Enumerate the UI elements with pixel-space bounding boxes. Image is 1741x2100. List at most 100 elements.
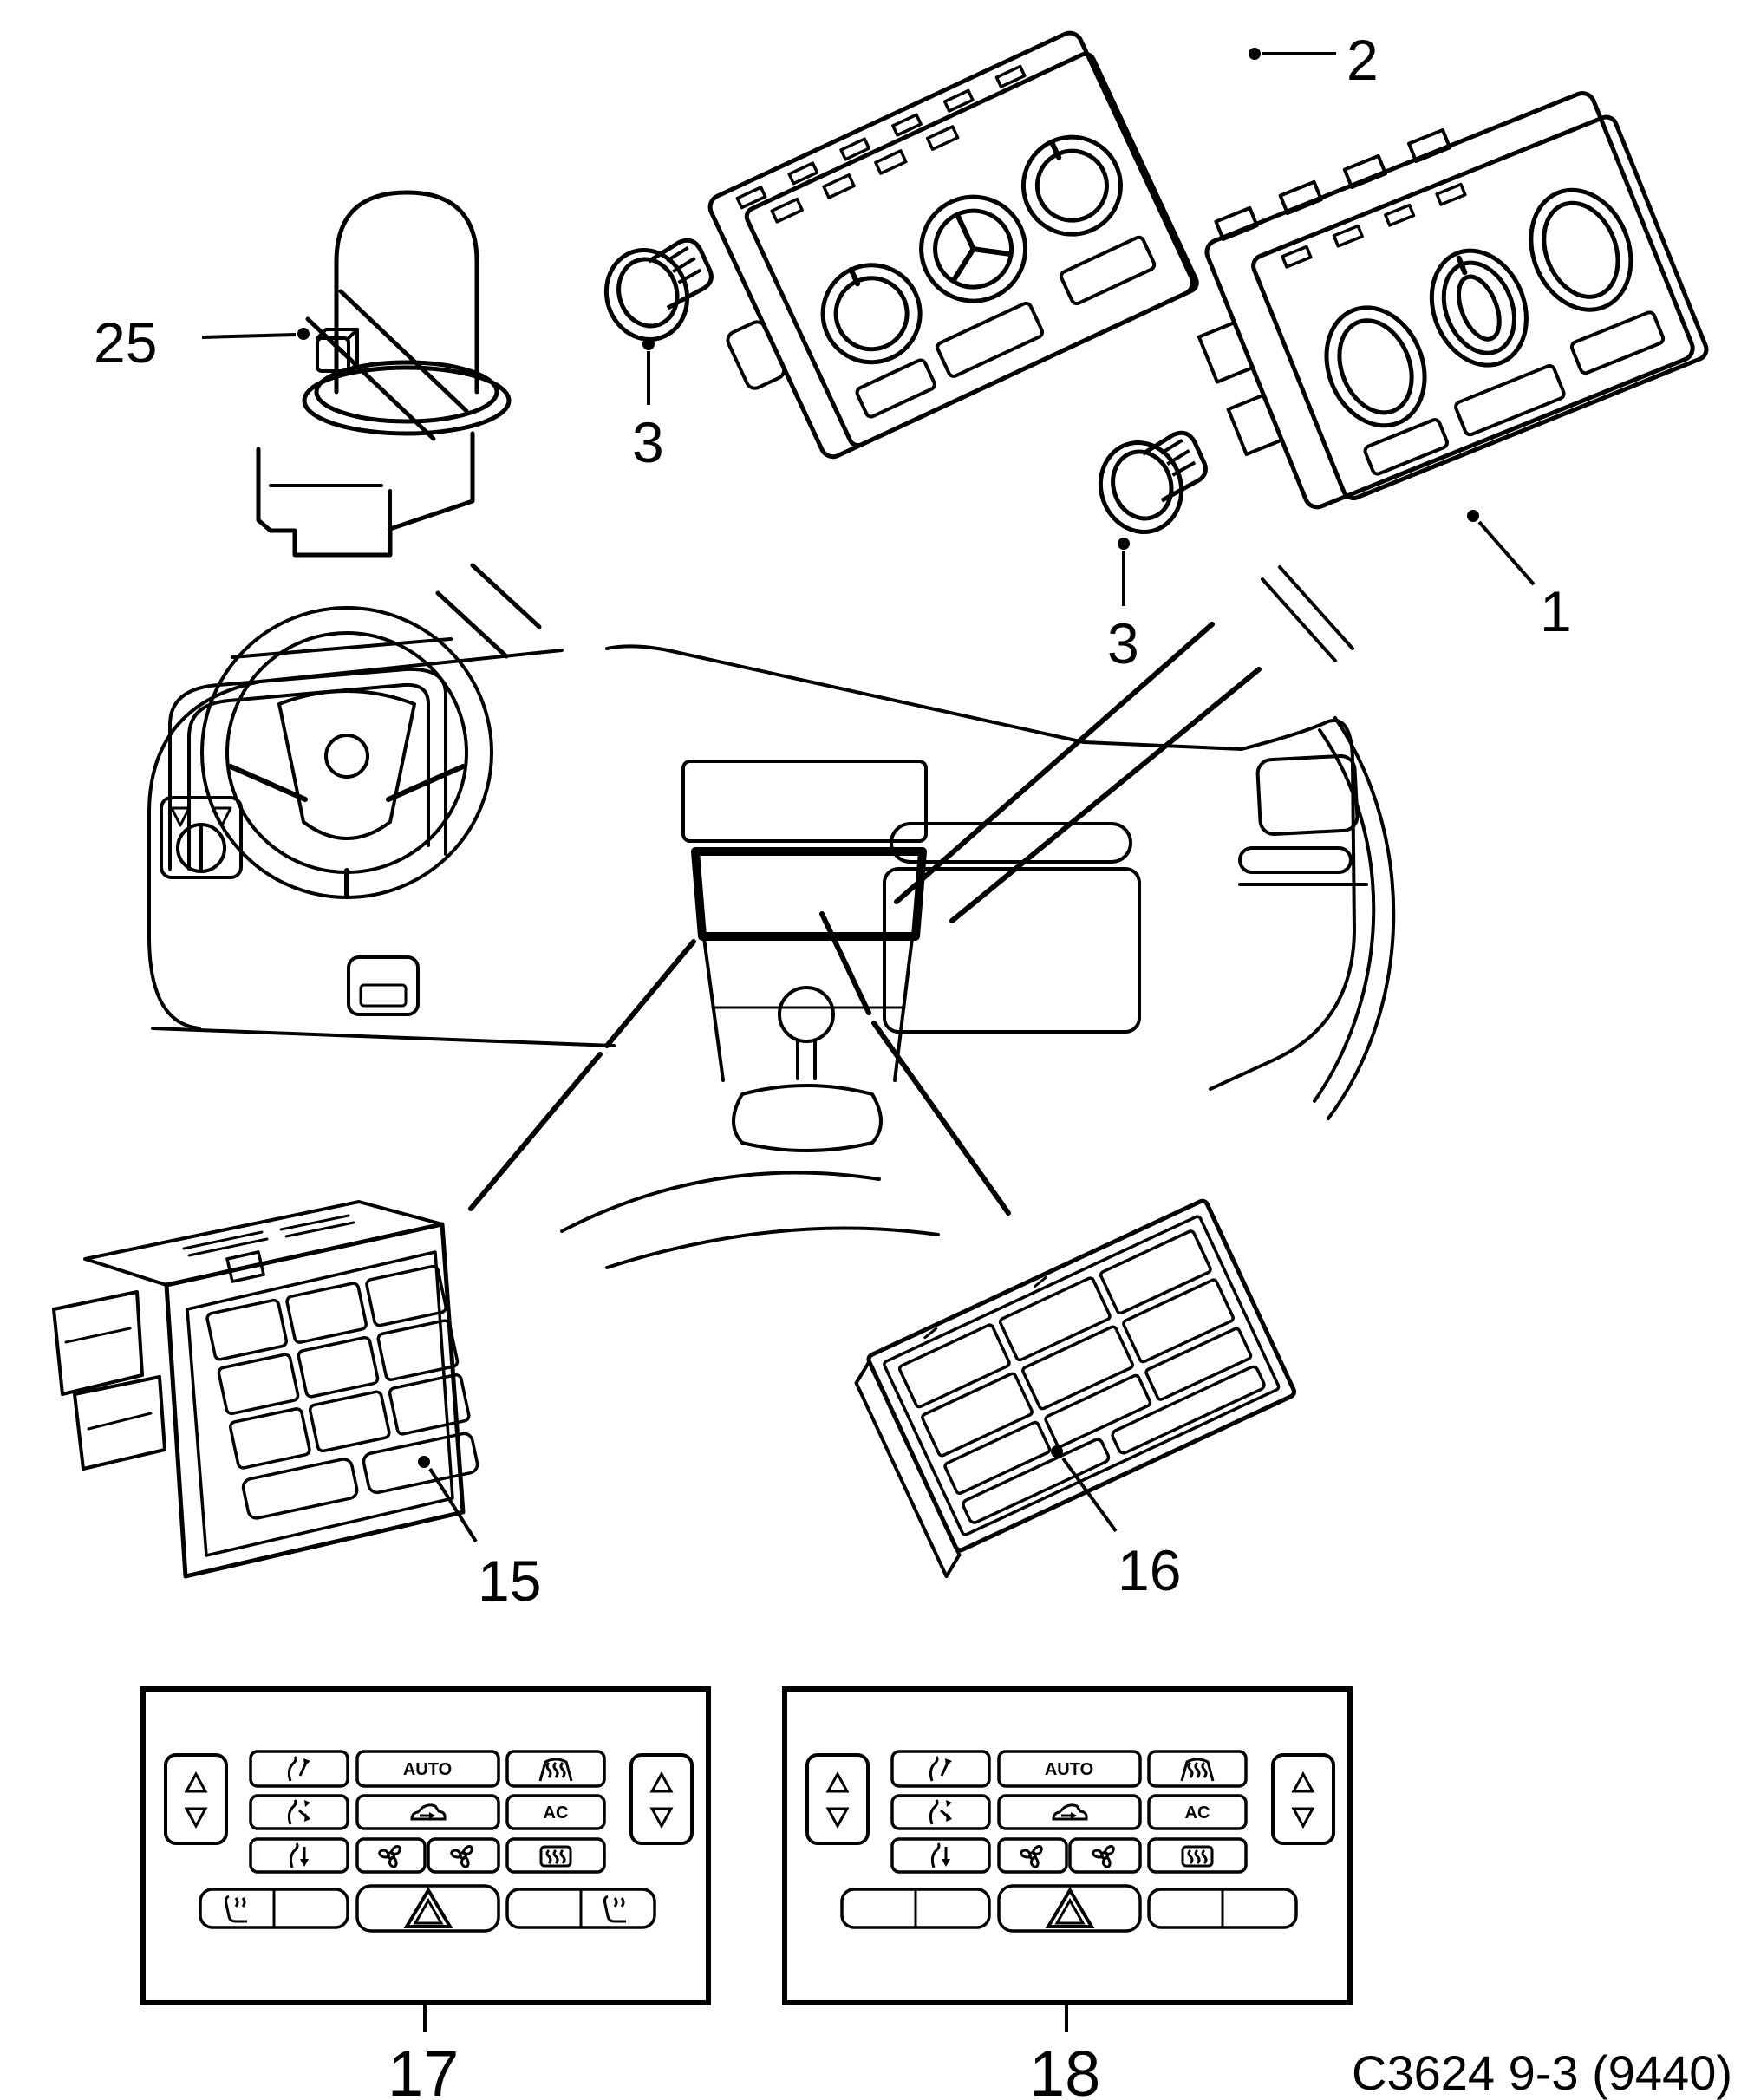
callout-25-label: 25 <box>94 310 157 375</box>
keypad-sheet <box>143 1689 708 2003</box>
climate-panel-slot <box>691 847 927 941</box>
callout-1-label: 1 <box>1540 579 1572 643</box>
frame-inner <box>883 1215 1281 1536</box>
keypad-panel-17: 17 <box>143 1689 708 2100</box>
gear-lever <box>732 986 883 1152</box>
wheel-spokes <box>228 764 466 899</box>
callout-16-label: 16 <box>1118 1538 1181 1602</box>
backplate-slots <box>735 64 1027 210</box>
gear-stem <box>796 1039 817 1080</box>
seat-outline <box>560 1171 940 1269</box>
top-face-slots <box>182 1214 355 1257</box>
wheel-rim-inner <box>225 631 468 874</box>
leader-dot <box>1051 1445 1063 1458</box>
gear-boot <box>732 1084 883 1152</box>
callout-25: 25 <box>94 310 310 375</box>
side-vent-slot <box>1238 846 1353 874</box>
face-top-slots <box>1281 182 1467 269</box>
sensor-flange <box>314 360 499 424</box>
a-pillar-lines <box>1261 565 1354 662</box>
panel-bottom-slots <box>1363 310 1666 476</box>
callout-3-label: 3 <box>632 410 664 474</box>
module-connector-blocks <box>52 1290 166 1471</box>
install-leader-lines <box>305 289 1262 1216</box>
center-display <box>681 760 928 843</box>
gear-knob <box>778 986 835 1043</box>
callout-16: 16 <box>1051 1445 1181 1602</box>
keypad-sheet <box>785 1689 1350 2003</box>
module-front-face <box>164 1222 466 1579</box>
panel-knob-openings <box>1324 187 1633 428</box>
callout-17-label: 17 <box>388 2038 459 2100</box>
part-16-switch-frame <box>854 1198 1297 1579</box>
frame-top-marks <box>923 1275 1048 1340</box>
dash-right-outline <box>605 644 1356 1091</box>
leader-line <box>1477 520 1536 586</box>
sensor-dome <box>334 190 479 395</box>
part-25-sensor <box>256 190 512 558</box>
panel-face <box>1251 114 1709 501</box>
console-sides <box>702 936 914 1082</box>
cluster-hood-inner <box>187 682 430 871</box>
callout-2: 2 <box>1249 28 1379 92</box>
switch-bezel <box>160 796 243 879</box>
drawing-code: C3624 9-3 (9440) <box>1352 2045 1732 2100</box>
part-3-knob-upper <box>595 231 725 349</box>
switch-knob <box>176 823 226 873</box>
seat-heat-icon <box>603 1895 628 1923</box>
sensor-connector-lines <box>269 484 392 531</box>
dashboard <box>147 565 1396 1269</box>
connector-lines <box>64 1327 153 1431</box>
frame-openings <box>897 1229 1266 1524</box>
panel-bottom-slots <box>855 235 1157 419</box>
panel-face <box>744 51 1199 448</box>
callout-15-label: 15 <box>478 1549 541 1613</box>
sensor-connector <box>256 431 475 558</box>
callout-2-label: 2 <box>1347 28 1379 92</box>
dash-pocket <box>347 955 420 1016</box>
leader-line <box>428 1467 478 1543</box>
part-3-knob-lower <box>1089 423 1219 542</box>
callout-18-label: 18 <box>1029 2038 1100 2100</box>
top-face-square <box>225 1250 265 1283</box>
side-vent <box>1255 753 1360 837</box>
headlight-switch <box>160 796 243 879</box>
switch-triangles <box>170 806 232 827</box>
sensor-flange-outer <box>302 365 512 436</box>
dash-pocket-handle <box>359 983 408 1008</box>
leader-line <box>201 333 297 339</box>
callout-3-label: 3 <box>1107 611 1139 675</box>
wheel-hub <box>324 734 369 779</box>
steering-wheel <box>200 606 493 899</box>
frame-outer <box>866 1198 1297 1553</box>
callout-1: 1 <box>1467 510 1572 643</box>
seat-heat-icon <box>224 1895 249 1923</box>
sensor-tab <box>316 336 350 373</box>
leader-dot <box>297 328 310 340</box>
wheel-rim-outer <box>200 606 493 899</box>
part-2-climate-panel <box>707 30 1199 460</box>
callout-15: 15 <box>418 1456 541 1613</box>
leader-dot <box>1118 538 1130 550</box>
leader-dot <box>642 338 655 350</box>
panel-knobs <box>820 134 1123 365</box>
panel-bracket <box>726 320 786 390</box>
keypad-panel-18: 18 <box>785 1689 1350 2100</box>
backplate-tabs <box>1197 127 1452 456</box>
defrost-vent-slot <box>890 822 1132 864</box>
module-button-grid <box>205 1264 479 1520</box>
leader-dot <box>418 1456 430 1468</box>
panel-backplate <box>1204 91 1695 510</box>
callout-3-upper: 3 <box>632 338 664 474</box>
leader-line <box>1061 1457 1118 1533</box>
windshield-base-line <box>231 637 453 659</box>
module-bezel <box>186 1250 454 1557</box>
part-1-climate-panel <box>1197 91 1709 510</box>
door-edge <box>1313 716 1396 1120</box>
wheel-center-pad <box>277 689 416 840</box>
callout-3-lower: 3 <box>1107 538 1139 675</box>
leader-dot <box>1467 510 1479 522</box>
leader-dot <box>1249 48 1261 60</box>
